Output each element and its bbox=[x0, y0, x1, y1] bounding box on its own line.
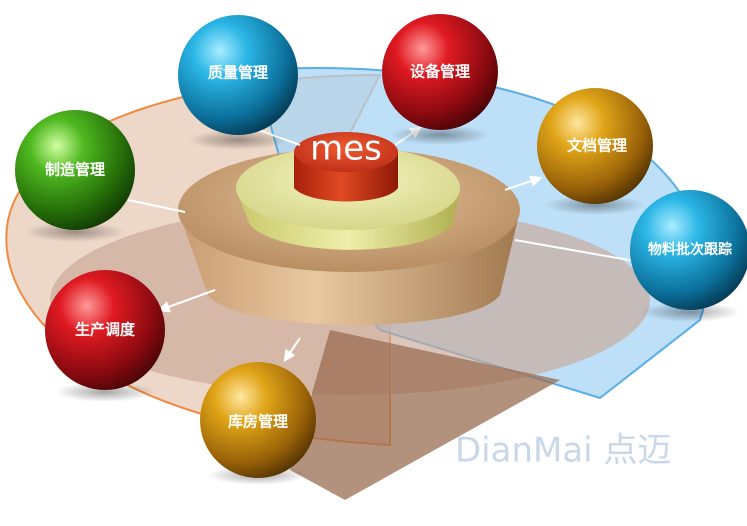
module-manufacturing[interactable]: 制造管理 bbox=[15, 110, 135, 230]
shadow bbox=[545, 195, 645, 215]
module-label-warehouse: 库房管理 bbox=[228, 413, 288, 431]
module-quality[interactable]: 质量管理 bbox=[178, 15, 298, 135]
bottom-wedge bbox=[290, 330, 560, 500]
sphere-quality bbox=[178, 15, 298, 135]
module-label-equipment: 设备管理 bbox=[410, 63, 470, 81]
core-cylinder-top bbox=[294, 132, 398, 172]
shadow bbox=[390, 125, 490, 145]
module-equipment[interactable]: 设备管理 bbox=[382, 14, 498, 130]
module-label-quality: 质量管理 bbox=[208, 64, 268, 82]
sphere-material bbox=[630, 190, 747, 310]
shadow bbox=[55, 382, 155, 402]
connector-manufacturing bbox=[127, 199, 186, 213]
sphere-manufacturing bbox=[15, 110, 135, 230]
sphere-equipment bbox=[382, 14, 498, 130]
connector-document bbox=[504, 175, 543, 191]
module-label-document: 文档管理 bbox=[567, 137, 627, 155]
module-label-manufacturing: 制造管理 bbox=[45, 161, 105, 179]
module-material[interactable]: 物料批次跟踪 bbox=[630, 190, 747, 310]
center-label: mes bbox=[310, 129, 382, 169]
module-warehouse[interactable]: 库房管理 bbox=[200, 362, 316, 478]
module-production[interactable]: 生产调度 bbox=[45, 270, 165, 390]
module-label-production: 生产调度 bbox=[75, 321, 136, 339]
sphere-production bbox=[45, 270, 165, 390]
shadow bbox=[188, 130, 288, 150]
sphere-document bbox=[537, 88, 653, 204]
connector-warehouse bbox=[283, 337, 301, 362]
connector-material bbox=[514, 239, 641, 263]
connector-production bbox=[157, 289, 216, 313]
shadow bbox=[640, 302, 740, 322]
shadow bbox=[25, 222, 125, 242]
sphere-warehouse bbox=[200, 362, 316, 478]
module-document[interactable]: 文档管理 bbox=[537, 88, 653, 204]
module-label-material: 物料批次跟踪 bbox=[648, 241, 732, 258]
watermark: DianMai 点迈 bbox=[455, 431, 671, 471]
